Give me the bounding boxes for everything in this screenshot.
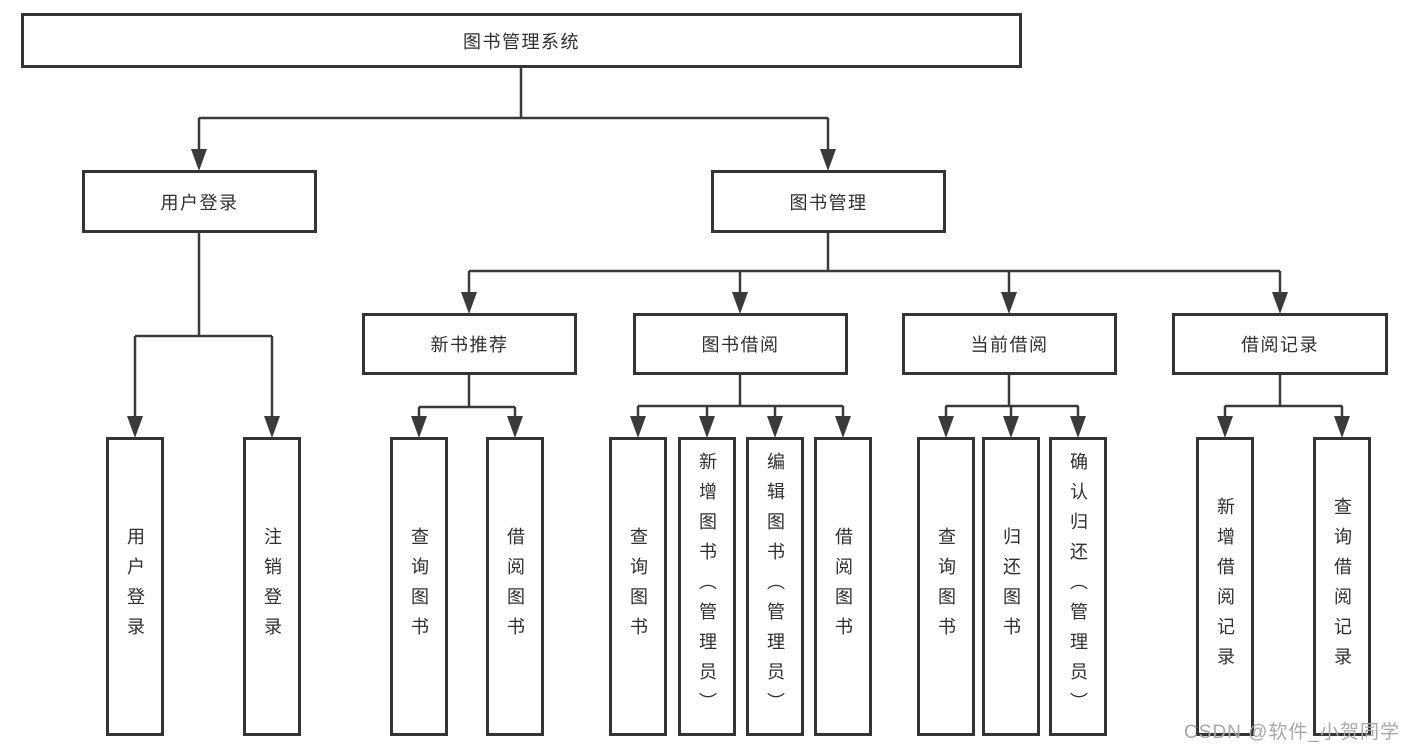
node-book-management: 图书管理 <box>711 170 946 233</box>
node-label: 查询图书 <box>409 526 429 647</box>
leaf-recommend-query-books: 查询图书 <box>390 437 448 736</box>
leaf-current-query-books: 查询图书 <box>917 437 975 736</box>
leaf-borrow-borrow-books: 借阅图书 <box>814 437 872 736</box>
leaf-record-query-borrow-record: 查询借阅记录 <box>1313 437 1371 736</box>
node-label: 查询图书 <box>628 526 648 647</box>
node-label: 归还图书 <box>1001 526 1021 647</box>
node-label: 图书借阅 <box>701 335 780 355</box>
node-current-borrow: 当前借阅 <box>902 313 1117 375</box>
node-label: 图书管理 <box>789 192 868 213</box>
leaf-borrow-add-books-admin: 新增图书（管理员） <box>678 437 736 736</box>
node-label: 当前借阅 <box>970 335 1049 355</box>
leaf-current-return-books: 归还图书 <box>982 437 1040 736</box>
node-label: 用户登录 <box>160 192 239 213</box>
node-user-login: 用户登录 <box>82 170 317 233</box>
leaf-current-confirm-return-admin: 确认归还（管理员） <box>1049 437 1107 736</box>
node-label: 借阅图书 <box>505 526 525 647</box>
node-label: 编辑图书（管理员） <box>765 451 785 722</box>
node-label: 查询图书 <box>936 526 956 647</box>
node-label: 借阅图书 <box>833 526 853 647</box>
node-new-book-recommend: 新书推荐 <box>362 313 577 375</box>
node-borrow-record: 借阅记录 <box>1172 313 1388 375</box>
node-root-system: 图书管理系统 <box>21 13 1022 68</box>
node-label: 新书推荐 <box>430 335 509 355</box>
leaf-logout: 注销登录 <box>243 437 301 736</box>
node-label: 确认归还（管理员） <box>1068 451 1088 722</box>
node-label: 查询借阅记录 <box>1332 496 1352 677</box>
leaf-recommend-borrow-books: 借阅图书 <box>486 437 544 736</box>
node-book-borrow: 图书借阅 <box>633 313 848 375</box>
node-label: 新增图书（管理员） <box>697 451 717 722</box>
leaf-borrow-query-books: 查询图书 <box>609 437 667 736</box>
node-label: 用户登录 <box>125 526 145 647</box>
leaf-borrow-edit-books-admin: 编辑图书（管理员） <box>746 437 804 736</box>
node-label: 注销登录 <box>262 526 282 647</box>
node-label: 图书管理系统 <box>463 31 580 52</box>
node-label: 借阅记录 <box>1241 335 1319 355</box>
node-label: 新增借阅记录 <box>1215 496 1235 677</box>
watermark: CSDN @软件_小贺同学 <box>1184 722 1400 743</box>
leaf-record-add-borrow-record: 新增借阅记录 <box>1196 437 1254 736</box>
leaf-login: 用户登录 <box>106 437 164 736</box>
